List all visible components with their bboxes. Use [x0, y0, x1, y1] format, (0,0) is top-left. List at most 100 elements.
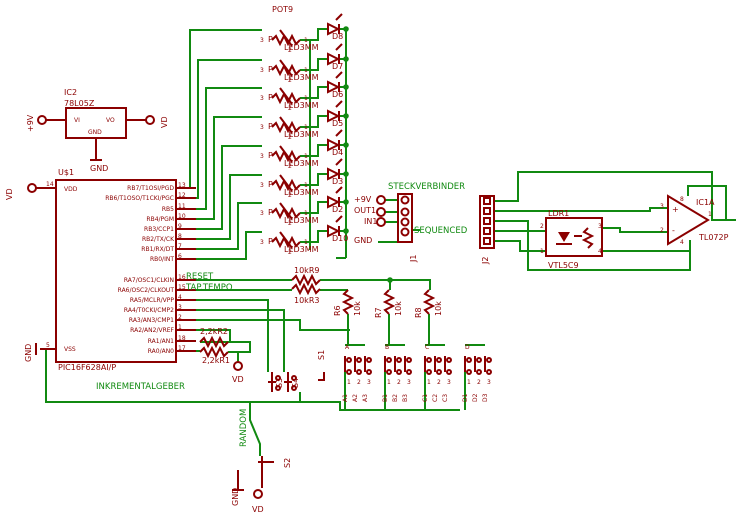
resistor-r8: R8 10k: [414, 289, 443, 318]
resistor-r3: 10kR3: [291, 282, 321, 305]
pot-wire: [196, 87, 262, 210]
u1-pin-number: 6: [178, 253, 182, 260]
svg-text:2: 2: [288, 105, 292, 112]
pot-name: P: [268, 151, 273, 160]
svg-text:LDR1: LDR1: [548, 209, 569, 218]
u1-pin-label: RB2/TX/CK: [142, 236, 175, 243]
svg-text:10kR3: 10kR3: [294, 296, 319, 305]
switch-group-label: D: [465, 344, 470, 351]
potentiometer: [271, 120, 301, 134]
r12-wire: [228, 341, 251, 353]
led: [327, 167, 341, 181]
svg-text:3: 3: [660, 203, 664, 210]
svg-text:3: 3: [367, 379, 371, 386]
svg-text:1: 1: [304, 67, 308, 74]
svg-text:A3: A3: [362, 394, 369, 402]
u1-pin-label: RA3/AN3/CMP1: [129, 317, 174, 324]
u1-pin-number: 15: [178, 284, 186, 291]
svg-text:3: 3: [598, 223, 602, 230]
svg-text:1: 1: [304, 239, 308, 246]
led-arrow: [335, 100, 343, 108]
s2-vd-label: VD: [252, 505, 264, 514]
svg-text:S1: S1: [317, 350, 326, 360]
u1-pin-number: 18: [178, 335, 186, 342]
r9-wire: [320, 279, 431, 290]
connector-j1: +9V OUT1 IN1 GND J1: [354, 193, 418, 263]
svg-text:1: 1: [387, 379, 391, 386]
random-wire: [249, 402, 261, 456]
u1-pin-label: RB0/INT: [150, 256, 174, 263]
potentiometer: [271, 178, 301, 192]
svg-text:J2: J2: [481, 257, 490, 265]
led-ref: D6: [332, 90, 343, 99]
led-arrow: [335, 158, 343, 166]
svg-text:VTL5C9: VTL5C9: [548, 261, 579, 270]
svg-text:D3: D3: [482, 393, 489, 402]
svg-text:3: 3: [260, 124, 264, 131]
j2-ldr-wire2: [494, 240, 546, 252]
pot-wire: [189, 29, 262, 189]
svg-text:2: 2: [288, 134, 292, 141]
svg-text:3: 3: [260, 210, 264, 217]
svg-text:A1: A1: [342, 394, 349, 402]
svg-text:3: 3: [447, 379, 451, 386]
svg-text:GND: GND: [88, 129, 102, 136]
led-arrow: [335, 215, 343, 223]
potentiometer: [271, 149, 301, 163]
led-arrow: [335, 129, 343, 137]
svg-text:A2: A2: [352, 394, 359, 402]
u1-pin-number: 12: [178, 192, 186, 199]
ic2-part: 78L05Z: [64, 99, 95, 108]
connector-j2: J2: [479, 195, 495, 265]
svg-text:2: 2: [288, 249, 292, 256]
gnd-loop-wire: [45, 349, 301, 403]
led-arrow: [335, 186, 343, 194]
switch-s4: S4: [284, 372, 300, 392]
pot-name: P: [268, 35, 273, 44]
led-ref: D8: [332, 32, 343, 41]
svg-text:1: 1: [708, 211, 712, 218]
led-arrow: [335, 43, 343, 51]
j2-out-wire: [494, 171, 736, 221]
s1-wire: [196, 319, 350, 331]
ic2-gnd-label: GND: [90, 164, 108, 173]
svg-text:S2: S2: [283, 458, 292, 468]
svg-text:2: 2: [397, 379, 401, 386]
svg-text:1: 1: [304, 210, 308, 217]
led: [327, 224, 341, 238]
led: [327, 109, 341, 123]
u1-pin-label: RB1/RX/DT: [141, 246, 174, 253]
led-part: LED3MM: [284, 188, 319, 197]
s2-gnd-label: GND: [231, 488, 240, 506]
u1-gnd-label: GND: [24, 344, 33, 362]
led: [327, 195, 341, 209]
u1-vd-label: VD: [5, 188, 14, 200]
ic2-name: IC2: [64, 88, 77, 97]
svg-text:2: 2: [288, 220, 292, 227]
svg-text:VI: VI: [74, 117, 80, 124]
pot-wire: [196, 145, 262, 230]
led: [327, 52, 341, 66]
svg-text:J1: J1: [409, 255, 418, 263]
svg-text:C3: C3: [442, 394, 449, 402]
led-part: LED3MM: [284, 216, 319, 225]
resistor-r9: 10kR9: [291, 266, 321, 287]
pot9-label: POT9: [272, 5, 293, 14]
svg-text:B1: B1: [382, 394, 389, 402]
svg-text:3: 3: [260, 182, 264, 189]
pot-wire: [196, 174, 262, 240]
u1-pin-number: 1: [178, 324, 182, 331]
svg-text:IC1A: IC1A: [696, 198, 715, 207]
svg-text:D2: D2: [472, 393, 479, 402]
led-ref: D7: [332, 62, 343, 71]
switch-ground-bus: [300, 401, 460, 411]
pot-name: P: [268, 208, 273, 217]
svg-text:S3: S3: [275, 378, 284, 388]
svg-text:2,2kR1: 2,2kR1: [202, 356, 230, 365]
led: [327, 22, 341, 36]
